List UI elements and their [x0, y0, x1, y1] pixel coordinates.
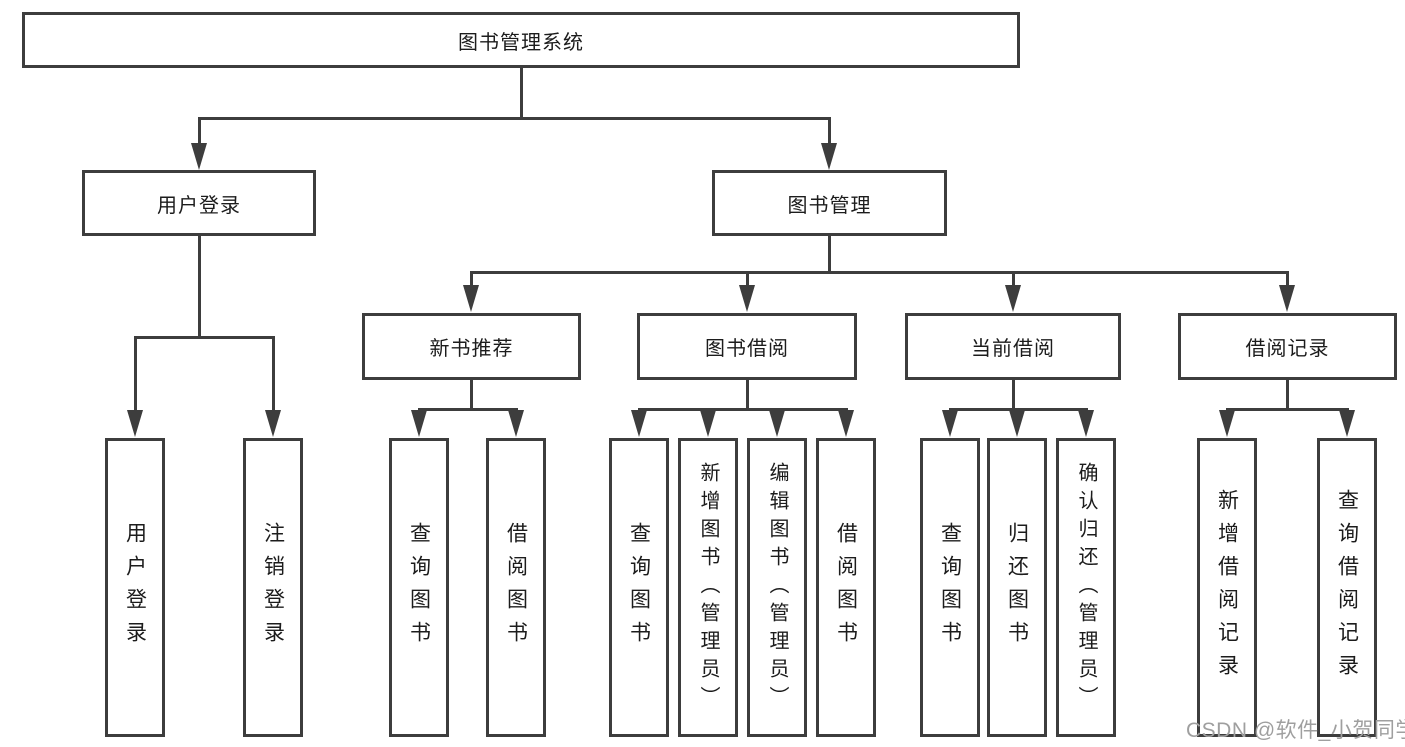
leaf-label: 用户登录 [123, 521, 147, 654]
arrow-down-icon [631, 410, 647, 437]
node-book-management: 图书管理 [712, 170, 947, 236]
leaf-label: 编辑图书（管理员） [766, 461, 788, 714]
connector-line [1286, 274, 1289, 288]
connector-line [746, 378, 749, 409]
leaf-borrow-books-recommend: 借阅图书 [486, 438, 546, 737]
node-label: 当前借阅 [971, 338, 1055, 360]
connector-line [520, 66, 523, 118]
leaf-confirm-return-admin: 确认归还（管理员） [1056, 438, 1116, 737]
connector-line [638, 408, 848, 411]
node-label: 图书管理系统 [458, 31, 584, 54]
node-label: 新书推荐 [429, 338, 514, 360]
leaf-label: 查询借阅记录 [1335, 488, 1359, 687]
leaf-label: 查询图书 [407, 521, 431, 654]
arrow-down-icon [1009, 410, 1025, 437]
arrow-down-icon [411, 410, 427, 437]
watermark-text: CSDN @软件_小贺同学 [1186, 719, 1405, 742]
leaf-label: 归还图书 [1005, 521, 1029, 654]
leaf-user-login: 用户登录 [105, 438, 165, 737]
leaf-label: 借阅图书 [834, 521, 858, 654]
connector-line [198, 234, 201, 337]
arrow-down-icon [463, 285, 479, 312]
leaf-query-books-borrow: 查询图书 [609, 438, 669, 737]
connector-line [949, 408, 1088, 411]
connector-line [828, 234, 831, 274]
leaf-label: 注销登录 [261, 521, 285, 654]
arrow-down-icon [508, 410, 524, 437]
arrow-down-icon [769, 410, 785, 437]
connector-line [134, 337, 137, 412]
leaf-add-book-admin: 新增图书（管理员） [678, 438, 738, 737]
leaf-label: 确认归还（管理员） [1075, 461, 1097, 714]
arrow-down-icon [821, 143, 837, 170]
connector-line [470, 378, 473, 409]
arrow-down-icon [1078, 410, 1094, 437]
leaf-query-borrow-record: 查询借阅记录 [1317, 438, 1377, 737]
node-root: 图书管理系统 [22, 12, 1020, 68]
node-new-book-recommend: 新书推荐 [362, 313, 581, 380]
node-label: 借阅记录 [1245, 338, 1330, 360]
leaf-edit-book-admin: 编辑图书（管理员） [747, 438, 807, 737]
arrow-down-icon [1279, 285, 1295, 312]
connector-line [1012, 378, 1015, 409]
connector-line [1012, 274, 1015, 288]
node-label: 图书借阅 [705, 338, 789, 360]
leaf-label: 查询图书 [938, 521, 962, 654]
leaf-logout: 注销登录 [243, 438, 303, 737]
connector-line [1286, 378, 1289, 409]
leaf-borrow-books: 借阅图书 [816, 438, 876, 737]
arrow-down-icon [1339, 410, 1355, 437]
leaf-label: 借阅图书 [504, 521, 528, 654]
leaf-label: 新增图书（管理员） [697, 461, 719, 714]
connector-line [418, 408, 518, 411]
connector-line [134, 336, 275, 339]
connector-line [1226, 408, 1349, 411]
leaf-query-books-current: 查询图书 [920, 438, 980, 737]
node-borrow-records: 借阅记录 [1178, 313, 1397, 380]
connector-line [470, 271, 1289, 274]
arrow-down-icon [127, 410, 143, 437]
arrow-down-icon [1219, 410, 1235, 437]
node-label: 图书管理 [787, 194, 872, 217]
connector-line [198, 118, 201, 146]
node-current-borrow: 当前借阅 [905, 313, 1121, 380]
arrow-down-icon [700, 410, 716, 437]
arrow-down-icon [265, 410, 281, 437]
node-label: 用户登录 [157, 194, 241, 217]
node-user-login: 用户登录 [82, 170, 316, 236]
connector-line [272, 337, 275, 412]
node-book-borrow: 图书借阅 [637, 313, 857, 380]
connector-line [470, 274, 473, 288]
connector-line [746, 274, 749, 288]
arrow-down-icon [942, 410, 958, 437]
leaf-label: 新增借阅记录 [1215, 488, 1239, 687]
arrow-down-icon [838, 410, 854, 437]
leaf-label: 查询图书 [627, 521, 651, 654]
arrow-down-icon [1005, 285, 1021, 312]
leaf-add-borrow-record: 新增借阅记录 [1197, 438, 1257, 737]
connector-line [828, 118, 831, 146]
arrow-down-icon [739, 285, 755, 312]
connector-line [198, 117, 831, 120]
leaf-return-book: 归还图书 [987, 438, 1047, 737]
leaf-query-books-recommend: 查询图书 [389, 438, 449, 737]
arrow-down-icon [191, 143, 207, 170]
